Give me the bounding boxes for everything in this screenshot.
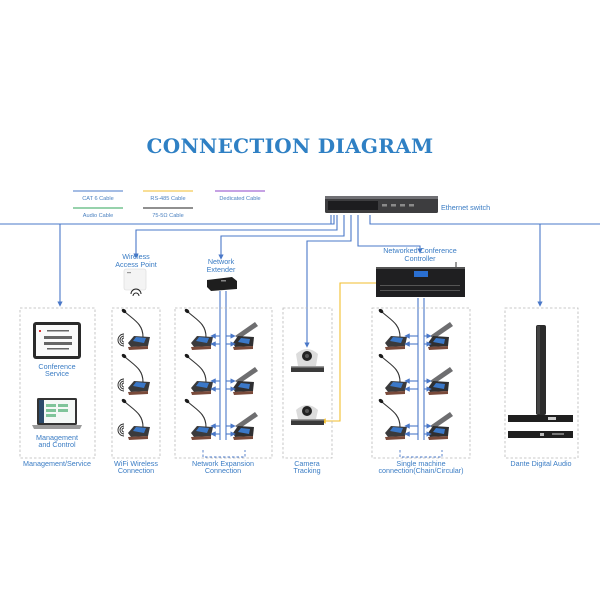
conference-service-label-2: Service xyxy=(45,369,69,378)
group-label-network-expansion-2: Connection xyxy=(205,466,241,475)
wireless-ap-label-2: Access Point xyxy=(115,260,157,269)
group-box-single xyxy=(371,307,471,459)
chairman-microphone-unit xyxy=(233,412,258,440)
wireless-ap-label-1: Wireless xyxy=(122,252,150,261)
delegate-microphone-unit xyxy=(121,308,150,350)
legend-label-audio: Audio Cable xyxy=(83,213,113,219)
chairman-microphone-unit xyxy=(233,367,258,395)
microphone-units xyxy=(117,308,453,440)
network-extender-label-2: Extender xyxy=(207,265,236,274)
group-label-single-2: connection(Chain/Circular) xyxy=(378,466,463,475)
group-label-single-1: Single machine xyxy=(396,459,445,468)
delegate-microphone-unit xyxy=(378,353,407,395)
controller-label-2: Controller xyxy=(404,254,436,263)
delegate-microphone-unit xyxy=(121,353,150,395)
column-speaker xyxy=(536,325,546,415)
group-box-wifi xyxy=(111,307,161,459)
controller-label-1: Networked Conference xyxy=(383,246,457,255)
ptz-camera xyxy=(291,349,324,372)
group-label-camera-1: Camera xyxy=(294,459,320,468)
wireless-access-point xyxy=(123,268,147,291)
delegate-microphone-unit xyxy=(184,398,213,440)
legend-label-75-5: 75-5Ω Cable xyxy=(152,213,184,219)
wifi-icon xyxy=(117,378,125,392)
group-label-wifi-1: WiFi Wireless xyxy=(114,459,158,468)
group-box-dante xyxy=(504,307,579,459)
network-extender-label-1: Network xyxy=(208,257,235,266)
legend: CAT 6 Cable RS-485 Cable Dedicated Cable… xyxy=(73,190,265,219)
page-title: CONNECTION DIAGRAM xyxy=(147,134,434,158)
ethernet-switch-label: Ethernet switch xyxy=(441,203,490,212)
chairman-microphone-unit xyxy=(233,322,258,350)
wifi-icon xyxy=(130,288,142,297)
group-box-camera xyxy=(282,307,333,459)
wifi-icon xyxy=(117,423,125,437)
delegate-microphone-unit xyxy=(184,353,213,395)
delegate-microphone-unit xyxy=(184,308,213,350)
management-label-2: and Control xyxy=(38,440,76,449)
dante-amplifier xyxy=(508,415,573,438)
chairman-microphone-unit xyxy=(428,367,453,395)
legend-label-rs485: RS-485 Cable xyxy=(150,196,185,202)
cat6-wires xyxy=(0,215,600,440)
delegate-microphone-unit xyxy=(121,398,150,440)
laptop-device xyxy=(32,398,82,429)
delegate-microphone-unit xyxy=(378,398,407,440)
networked-conference-controller xyxy=(376,262,465,297)
network-extender xyxy=(207,277,237,291)
loop-wire-single xyxy=(399,450,443,458)
group-label-management: Management/Service xyxy=(23,459,91,468)
rs485-wire xyxy=(320,282,376,424)
group-box-management xyxy=(19,307,96,459)
wifi-icon xyxy=(117,333,125,347)
group-box-network-expansion xyxy=(174,307,273,459)
group-label-wifi-2: Connection xyxy=(118,466,154,475)
conference-service-label-1: Conference xyxy=(38,362,75,371)
loop-wire-network-expansion xyxy=(202,450,246,458)
ethernet-switch xyxy=(325,196,438,213)
tablet-device xyxy=(33,322,81,359)
management-label-1: Management xyxy=(36,433,78,442)
legend-label-cat6: CAT 6 Cable xyxy=(82,196,114,202)
ptz-camera xyxy=(291,405,324,425)
group-label-dante: Dante Digital Audio xyxy=(510,459,571,468)
delegate-microphone-unit xyxy=(378,308,407,350)
chairman-microphone-unit xyxy=(428,322,453,350)
legend-label-dedicated: Dedicated Cable xyxy=(219,196,260,202)
chairman-microphone-unit xyxy=(428,412,453,440)
group-label-camera-2: Tracking xyxy=(293,466,320,475)
group-label-network-expansion-1: Network Expansion xyxy=(192,459,254,468)
